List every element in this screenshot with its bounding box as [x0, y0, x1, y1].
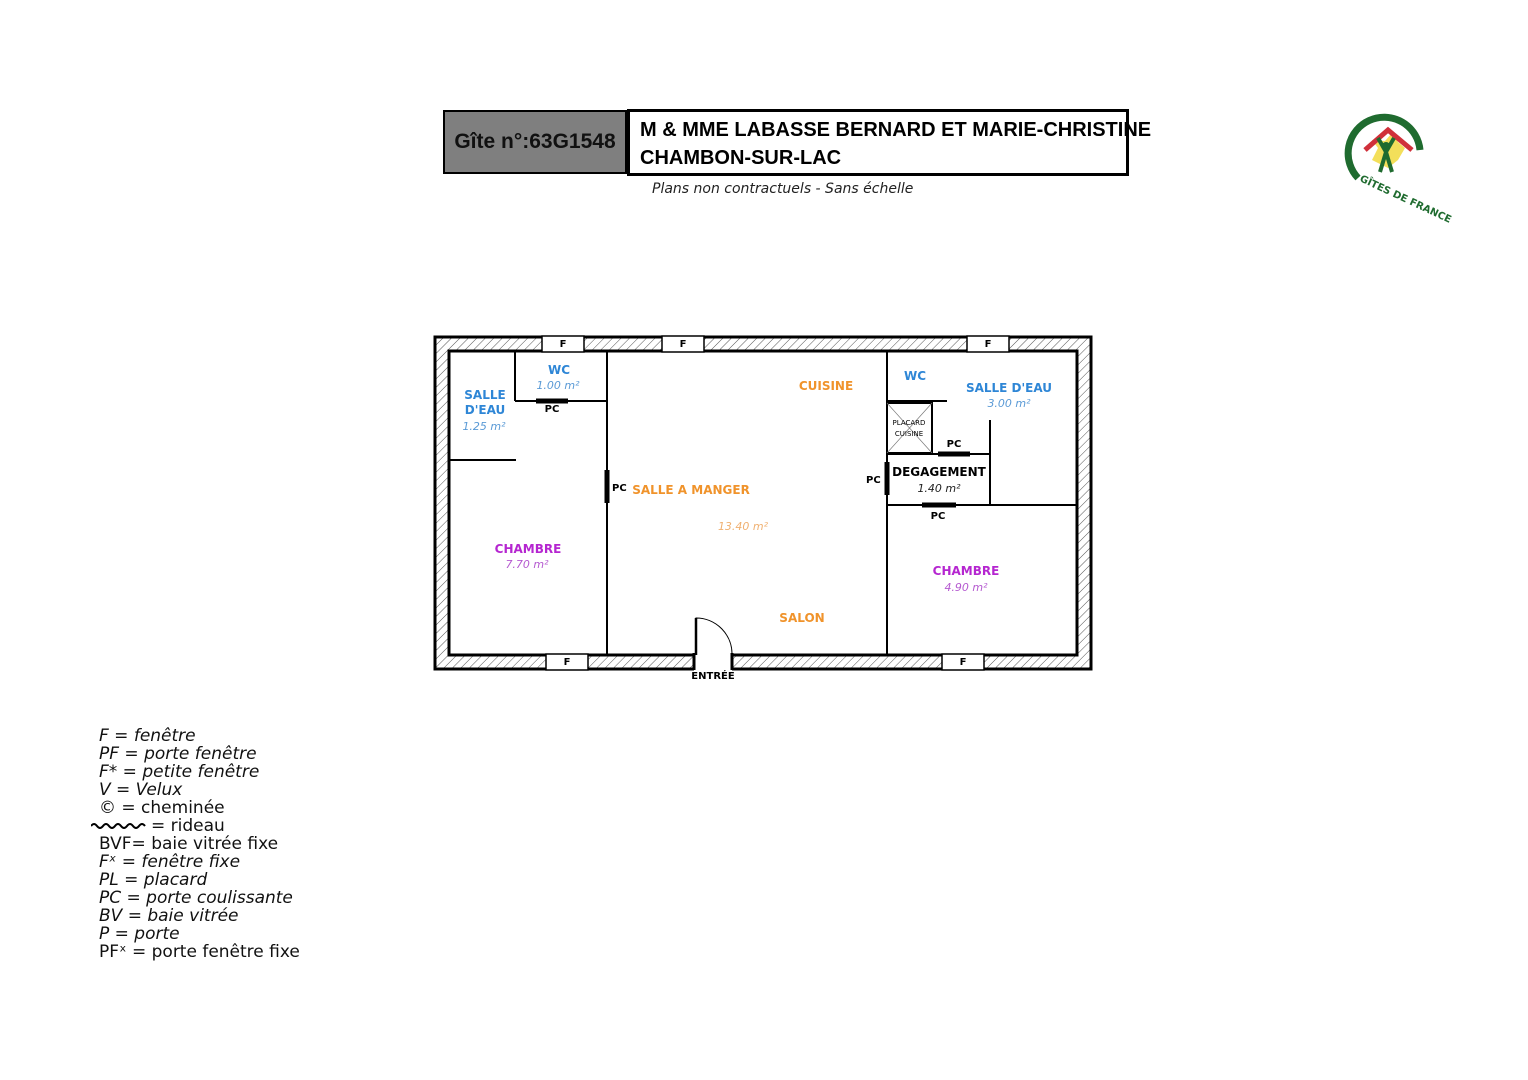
- room-area: 1.25 m²: [462, 420, 506, 433]
- room-salle-eau-left-2: D'EAU: [465, 403, 506, 417]
- legend-item: PF = porte fenêtre: [99, 744, 257, 764]
- legend-item: © = cheminée: [99, 798, 225, 818]
- room-salle-eau-left: SALLE: [464, 388, 505, 402]
- sliding-doors: [536, 398, 970, 508]
- subtitle: Plans non contractuels - Sans échelle: [652, 181, 914, 197]
- room-cuisine: CUISINE: [799, 379, 853, 393]
- room-area: 1.00 m²: [536, 379, 580, 392]
- room-salon: SALON: [779, 611, 824, 625]
- legend: F = fenêtre PF = porte fenêtre F* = peti…: [90, 726, 300, 962]
- legend-item: P = porte: [99, 924, 180, 944]
- legend-item: PC = porte coulissante: [99, 888, 293, 908]
- window-label: F: [680, 339, 687, 350]
- legend-item: V = Velux: [99, 780, 183, 800]
- window-label: F: [985, 339, 992, 350]
- owner-name: M & MME LABASSE BERNARD ET MARIE-CHRISTI…: [640, 119, 1152, 141]
- legend-item: Fˣ = fenêtre fixe: [99, 852, 241, 872]
- room-salle-eau-right: SALLE D'EAU: [966, 381, 1052, 395]
- room-salle-a-manger: SALLE A MANGER: [632, 483, 750, 497]
- legend-item: BV = baie vitrée: [99, 906, 239, 926]
- gite-number: Gîte n°:63G1548: [454, 130, 616, 153]
- location: CHAMBON-SUR-LAC: [640, 147, 842, 169]
- door-label: PC: [612, 483, 627, 494]
- logo-text: GÎTES DE FRANCE: [1358, 172, 1454, 226]
- room-area: 4.90 m²: [944, 581, 988, 594]
- legend-item-rideau: = rideau: [90, 816, 300, 836]
- door-label: PC: [545, 404, 560, 415]
- door-label: PC: [931, 511, 946, 522]
- door-label: PC: [947, 439, 962, 450]
- window-label: F: [564, 657, 571, 668]
- door-label: PC: [866, 475, 881, 486]
- legend-item: F* = petite fenêtre: [99, 762, 260, 782]
- curtain-icon: [90, 823, 146, 829]
- entrance-label: ENTRÉE: [691, 669, 735, 682]
- window-label: F: [960, 657, 967, 668]
- room-wc-right: WC: [904, 369, 926, 383]
- gite-number-box: Gîte n°:63G1548: [443, 110, 627, 174]
- room-degagement: DEGAGEMENT: [892, 465, 987, 479]
- room-chambre-right: CHAMBRE: [933, 564, 1000, 578]
- room-area: 1.40 m²: [917, 482, 961, 495]
- room-wc-left: WC: [548, 363, 570, 377]
- legend-item-label: = rideau: [151, 816, 225, 836]
- owner-box: M & MME LABASSE BERNARD ET MARIE-CHRISTI…: [627, 109, 1152, 176]
- legend-item: PL = placard: [99, 870, 208, 890]
- windows: [541, 335, 1010, 671]
- room-area: 13.40 m²: [718, 520, 769, 533]
- legend-item: BVF= baie vitrée fixe: [99, 834, 279, 854]
- room-chambre-left: CHAMBRE: [495, 542, 562, 556]
- entrance-door[interactable]: [695, 617, 733, 656]
- window-label: F: [560, 339, 567, 350]
- interior-walls: [449, 351, 1077, 655]
- legend-item: F = fenêtre: [99, 726, 196, 746]
- room-placard: PLACARD: [893, 419, 926, 427]
- gites-de-france-logo: GÎTES DE FRANCE: [1344, 113, 1454, 226]
- room-placard-2: CUISINE: [895, 430, 923, 438]
- legend-item: PFˣ = porte fenêtre fixe: [99, 942, 300, 962]
- room-area: 3.00 m²: [987, 397, 1031, 410]
- exterior-wall: [433, 335, 1093, 671]
- room-area: 7.70 m²: [505, 558, 549, 571]
